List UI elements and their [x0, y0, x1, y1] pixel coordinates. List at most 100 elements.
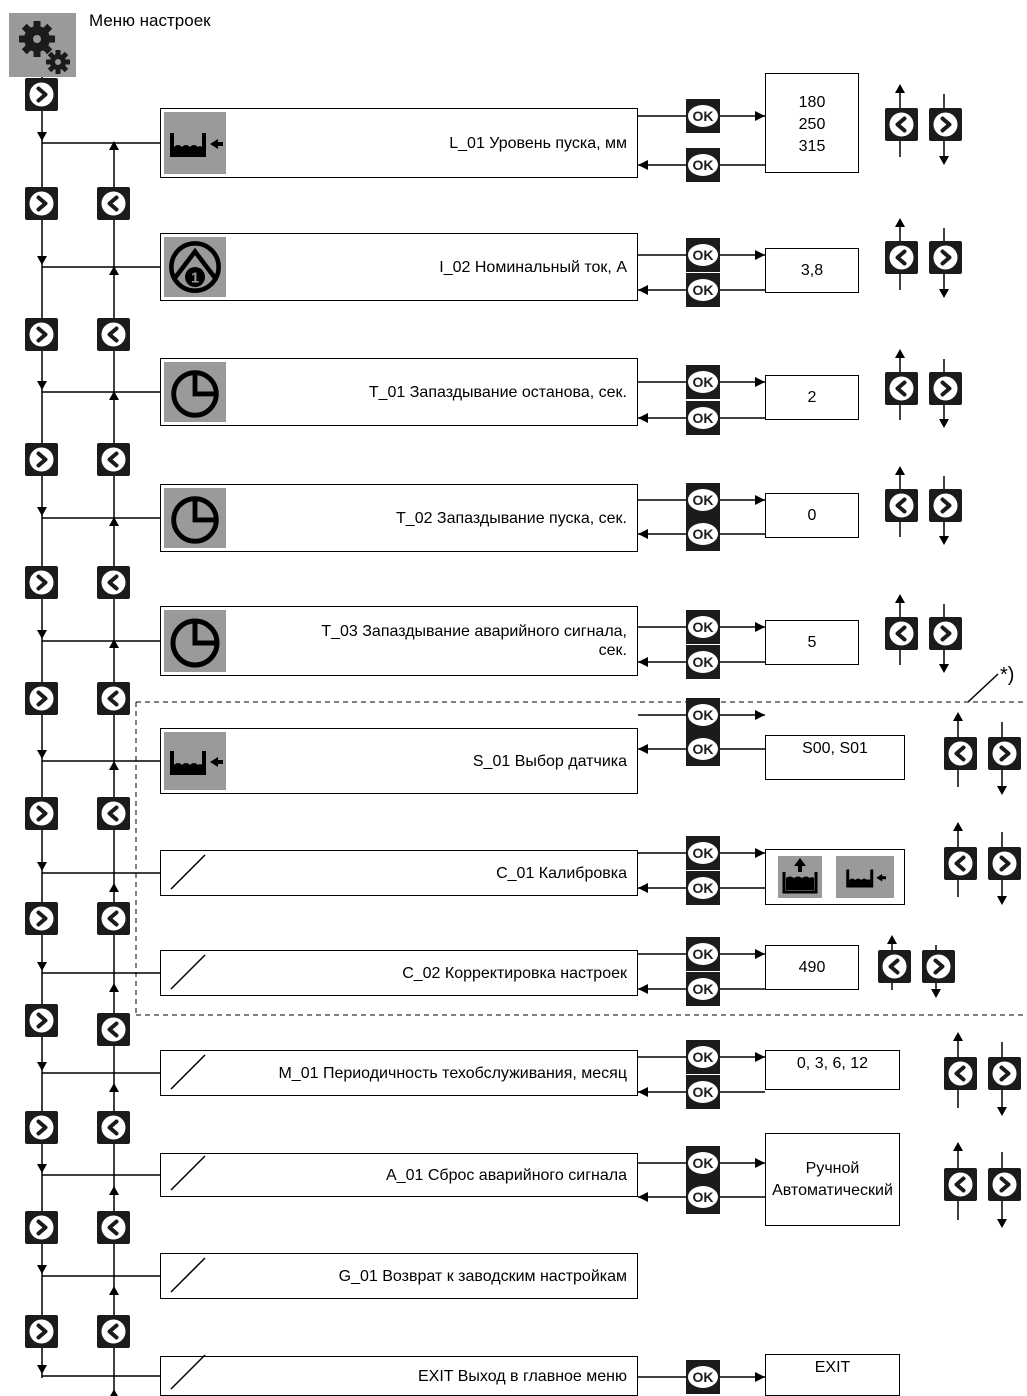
ok-button[interactable]: OK [686, 401, 720, 435]
next-button[interactable] [988, 1168, 1021, 1201]
timer-icon [164, 362, 226, 422]
prev-button[interactable] [97, 187, 130, 220]
param-box-t01[interactable]: T_01 Запаздывание останова, сек. [160, 358, 638, 426]
prev-button[interactable] [97, 443, 130, 476]
value-box-s01[interactable]: S00, S01 [765, 735, 905, 780]
value-box-t01[interactable]: 2 [765, 375, 859, 420]
chevron-right-icon [988, 847, 1021, 880]
next-button[interactable] [25, 1211, 58, 1244]
param-box-t03[interactable]: T_03 Запаздывание аварийного сигнала, сек… [160, 606, 638, 676]
ok-button[interactable]: OK [686, 148, 720, 182]
next-button[interactable] [929, 488, 962, 522]
prev-button[interactable] [878, 949, 911, 983]
ok-button[interactable]: OK [686, 238, 720, 272]
ok-button[interactable]: OK [686, 871, 720, 905]
ok-button[interactable]: OK [686, 645, 720, 679]
svg-text:1: 1 [191, 270, 199, 286]
value-box-c01[interactable] [765, 849, 905, 905]
param-box-c02[interactable]: C_02 Корректировка настроек [160, 950, 638, 996]
value-box-i02[interactable]: 3,8 [765, 248, 859, 293]
next-button[interactable] [25, 797, 58, 830]
next-button[interactable] [929, 371, 962, 405]
ok-button[interactable]: OK [686, 1360, 720, 1394]
ok-button[interactable]: OK [686, 937, 720, 971]
param-box-a01[interactable]: A_01 Сброс аварийного сигнала [160, 1153, 638, 1197]
next-button[interactable] [25, 187, 58, 220]
next-button[interactable] [988, 846, 1021, 880]
ok-button[interactable]: OK [686, 1146, 720, 1180]
param-box-exit[interactable]: EXIT Выход в главное меню [160, 1354, 638, 1396]
prev-button[interactable] [885, 616, 918, 650]
ok-button[interactable]: OK [686, 610, 720, 644]
prev-button[interactable] [97, 1315, 130, 1348]
prev-button[interactable] [885, 107, 918, 141]
next-button[interactable] [922, 949, 955, 983]
chevron-left-icon [944, 847, 977, 880]
prev-button[interactable] [97, 1013, 130, 1046]
ok-button[interactable]: OK [686, 483, 720, 517]
prev-button[interactable] [97, 902, 130, 935]
prev-button[interactable] [944, 736, 977, 770]
param-box-t02[interactable]: T_02 Запаздывание пуска, сек. [160, 484, 638, 552]
prev-button[interactable] [97, 566, 130, 599]
next-button[interactable] [25, 78, 58, 111]
next-button[interactable] [929, 241, 962, 274]
prev-button[interactable] [885, 371, 918, 405]
param-label: C_02 Корректировка настроек [402, 964, 627, 982]
value-box-m01[interactable]: 0, 3, 6, 12 [765, 1050, 900, 1090]
ok-button[interactable]: OK [686, 698, 720, 732]
param-box-m01[interactable]: M_01 Периодичность техобслуживания, меся… [160, 1050, 638, 1096]
next-button[interactable] [25, 443, 58, 476]
next-button[interactable] [25, 682, 58, 715]
next-button[interactable] [25, 1111, 58, 1144]
value-box-t03[interactable]: 5 [765, 620, 859, 665]
ok-button[interactable]: OK [686, 732, 720, 766]
ok-button[interactable]: OK [686, 99, 720, 133]
back-arrowhead [109, 983, 119, 992]
ok-button[interactable]: OK [686, 273, 720, 307]
prev-button[interactable] [885, 241, 918, 274]
prev-button[interactable] [97, 1111, 130, 1144]
next-button[interactable] [929, 616, 962, 650]
param-box-g01[interactable]: G_01 Возврат к заводским настройкам [160, 1253, 638, 1299]
next-arrowhead [37, 1062, 47, 1071]
param-box-c01[interactable]: C_01 Калибровка [160, 850, 638, 896]
ok-button[interactable]: OK [686, 836, 720, 870]
next-button[interactable] [988, 1057, 1021, 1090]
value-box-c02[interactable]: 490 [765, 945, 859, 990]
param-label: T_02 Запаздывание пуска, сек. [396, 509, 627, 527]
ok-button[interactable]: OK [686, 517, 720, 551]
back-arrowhead [109, 761, 119, 770]
param-label-line: сек. [598, 642, 627, 659]
next-button[interactable] [25, 1004, 58, 1037]
prev-button[interactable] [97, 797, 130, 830]
value-box-exit[interactable]: EXIT [765, 1354, 900, 1396]
ok-button[interactable]: OK [686, 1040, 720, 1074]
next-button[interactable] [988, 736, 1021, 770]
ok-button[interactable]: OK [686, 1075, 720, 1109]
value-up-arrowhead [953, 1142, 963, 1151]
ok-button[interactable]: OK [686, 1180, 720, 1214]
value-box-t02[interactable]: 0 [765, 493, 859, 538]
param-label-line: T_03 Запаздывание аварийного сигнала, [321, 623, 627, 640]
prev-button[interactable] [97, 682, 130, 715]
prev-button[interactable] [885, 488, 918, 522]
param-box-l01[interactable]: L_01 Уровень пуска, мм [160, 108, 638, 178]
next-button[interactable] [25, 566, 58, 599]
ok-button[interactable]: OK [686, 972, 720, 1006]
next-button[interactable] [25, 902, 58, 935]
prev-button[interactable] [97, 318, 130, 351]
prev-button[interactable] [944, 1168, 977, 1201]
prev-button[interactable] [944, 846, 977, 880]
next-button[interactable] [25, 1315, 58, 1348]
next-button[interactable] [25, 318, 58, 351]
ok-button[interactable]: OK [686, 365, 720, 399]
ok-button-label: OK [692, 108, 714, 124]
prev-button[interactable] [97, 1211, 130, 1244]
prev-button[interactable] [944, 1057, 977, 1090]
param-box-s01[interactable]: S_01 Выбор датчика [160, 728, 638, 794]
next-button[interactable] [929, 107, 962, 141]
